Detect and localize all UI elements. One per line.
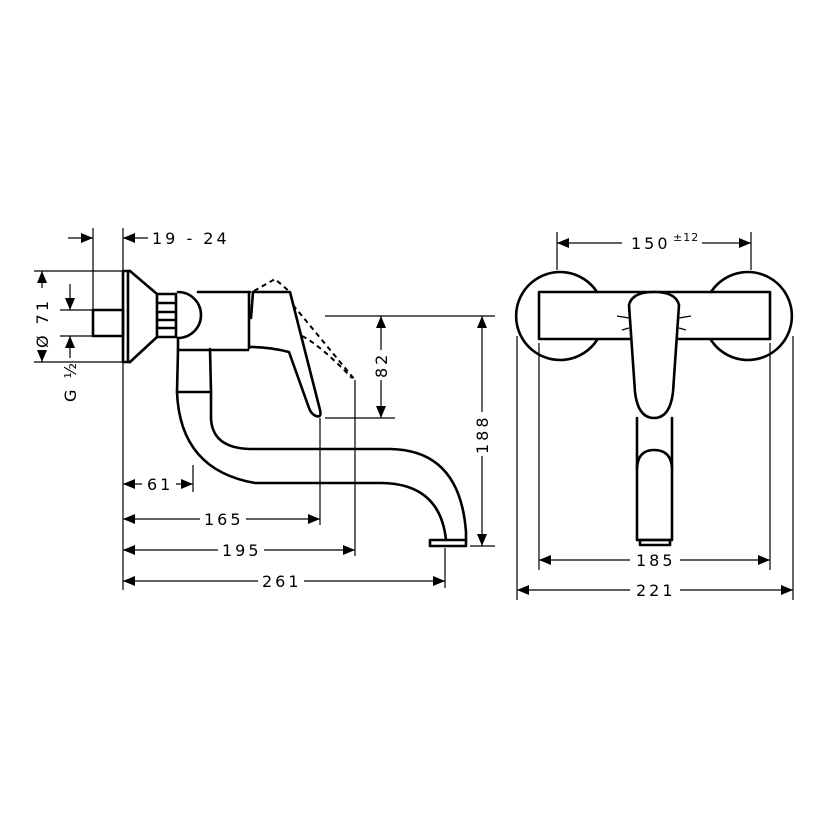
lever-ticks [616, 315, 692, 331]
dim-label-spout-projection: 261 [262, 572, 302, 591]
dim-label-connection-thread: G ½ [61, 360, 80, 402]
coupling-nut [155, 292, 178, 339]
dim-pipe-offset: 61 [123, 474, 193, 494]
rosette-left [514, 270, 599, 362]
lever-front [627, 290, 681, 420]
side-view: 19 - 24 Ø 71 G ½ 82 [33, 228, 495, 592]
ball-joint [176, 290, 203, 340]
dim-lever-travel: 82 [372, 316, 391, 418]
dim-wall-offset: 19 - 24 [68, 229, 230, 248]
dim-overall-width: 221 [517, 579, 793, 601]
front-view: 150 ±12 185 221 [514, 230, 794, 601]
lever [248, 290, 322, 418]
dim-label-lever-travel: 82 [372, 352, 391, 378]
dim-lever-reach: 165 [123, 508, 320, 530]
dim-label-overall-width: 221 [636, 581, 676, 600]
dim-label-lever-reach: 165 [204, 510, 244, 529]
dim-body-width: 185 [539, 549, 770, 571]
spout [175, 347, 468, 548]
extension-lines [34, 228, 495, 590]
dim-label-body-width: 185 [636, 551, 676, 570]
dim-rosette-diameter: Ø 71 [33, 271, 52, 362]
dim-label-centers-tolerance: ±12 [673, 231, 699, 244]
dim-label-wall-offset: 19 - 24 [152, 229, 230, 248]
mixer-body [176, 290, 252, 352]
dim-centers: 150 ±12 [557, 230, 751, 254]
dim-label-pipe-offset: 61 [147, 475, 173, 494]
spout-front [635, 416, 674, 547]
wall-connector [91, 308, 125, 338]
dim-lever-open-reach: 195 [123, 539, 355, 561]
front-extension-lines [516, 232, 794, 600]
dim-label-total-height: 188 [473, 414, 492, 454]
dim-total-height: 188 [473, 316, 492, 546]
dim-spout-projection: 261 [123, 570, 445, 592]
dim-connection-thread: G ½ [61, 284, 80, 402]
rosette-right [709, 270, 794, 362]
rosette [121, 269, 159, 364]
dim-label-rosette-diameter: Ø 71 [33, 298, 52, 348]
lever-open-position [253, 277, 356, 381]
dim-label-centers: 150 [631, 234, 671, 253]
dim-label-lever-open-reach: 195 [222, 541, 262, 560]
